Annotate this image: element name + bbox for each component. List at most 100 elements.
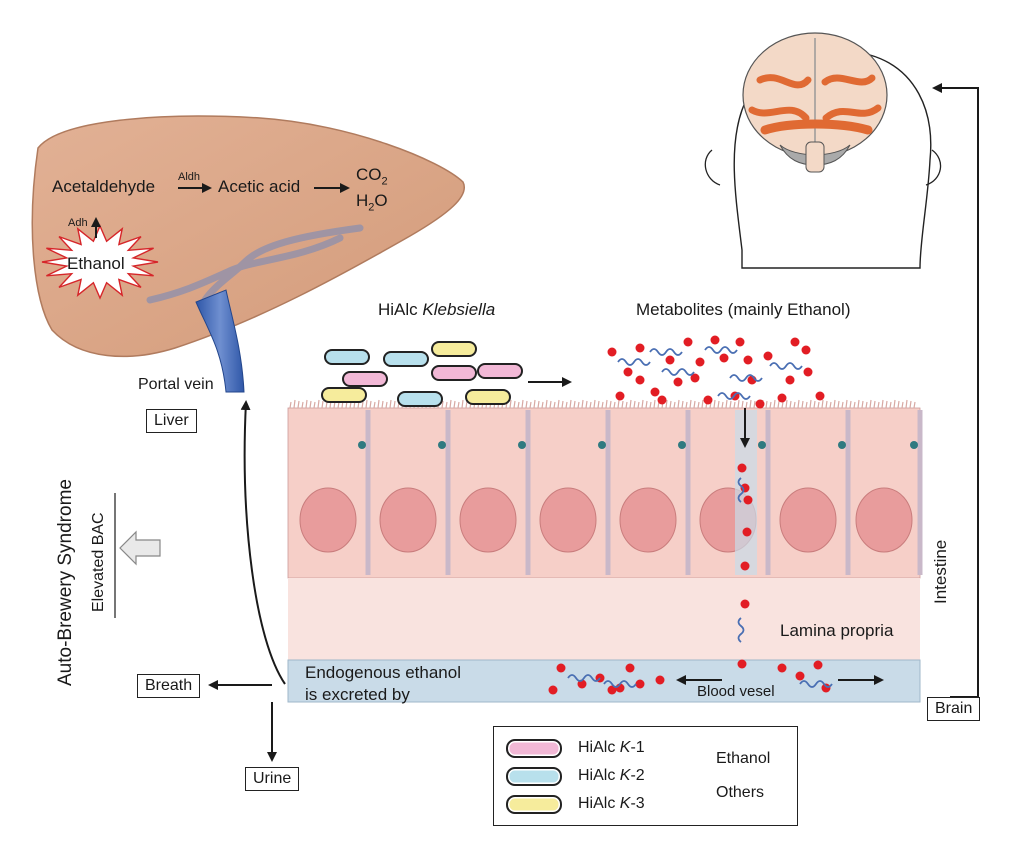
bacterium: [324, 349, 370, 365]
bacterium: [397, 391, 443, 407]
bacterium: [342, 371, 388, 387]
ethanol-dot: [755, 399, 765, 409]
ethanol-dot: [655, 675, 665, 685]
epithelial-cell: [619, 410, 691, 575]
excretion-line2: is excreted by: [305, 685, 410, 704]
ethanol-dot: [607, 685, 617, 695]
metabolites-label: Metabolites (mainly Ethanol): [636, 300, 851, 319]
h2o-label: H2O: [356, 191, 388, 214]
ethanol-dot: [625, 663, 635, 673]
ethanol-dot: [710, 335, 720, 345]
epithelial-cell: [539, 410, 611, 575]
ethanol-dot: [673, 377, 683, 387]
other-metabolite: [729, 374, 763, 382]
other-metabolite: [603, 680, 637, 688]
ethanol-dot: [703, 395, 713, 405]
ethanol-dot: [763, 351, 773, 361]
ethanol-dot: [740, 599, 750, 609]
syndrome-label: Auto-Brewery Syndrome: [55, 479, 76, 686]
bacterium: [465, 389, 511, 405]
portal-return-arrow: [240, 400, 286, 685]
ethanol-dot: [635, 679, 645, 689]
epithelial-cell: [855, 410, 923, 575]
legend-others-label: Others: [716, 784, 765, 801]
liver-organ: [31, 115, 465, 358]
ethanol-dot: [623, 367, 633, 377]
co2-label: CO2: [356, 165, 388, 188]
blood-vessel-label: Blood vesel: [697, 683, 775, 700]
ethanol-dot: [683, 337, 693, 347]
paracellular-channel: [735, 410, 757, 575]
ethanol-dot: [742, 527, 752, 537]
ethanol-dot: [735, 337, 745, 347]
other-metabolite: [737, 617, 745, 643]
ethanol-dot: [556, 663, 566, 673]
ethanol-dot: [777, 663, 787, 673]
epithelial-cell: [779, 410, 851, 575]
ethanol-dot: [740, 561, 750, 571]
excretion-line1: Endogenous ethanol: [305, 663, 461, 682]
other-metabolite: [799, 680, 833, 688]
aldh-label: Aldh: [178, 171, 201, 183]
ethanol-dot: [803, 367, 813, 377]
head-with-brain: [704, 32, 942, 269]
epithelial-cell: [459, 410, 531, 575]
ethanol-dot: [719, 353, 729, 363]
other-metabolite: [769, 362, 803, 370]
brain-arrow: [932, 83, 979, 698]
intestine-tissue: [287, 399, 923, 703]
legend-k1-swatch: [506, 739, 562, 758]
other-metabolite: [617, 358, 651, 366]
bacterium: [431, 365, 477, 381]
legend: HiAlc K-1 HiAlc K-2 HiAlc K-3 Ethanol Ot…: [493, 726, 798, 826]
portal-vein-label: Portal vein: [138, 376, 214, 393]
bacteria-cluster: [321, 341, 523, 407]
bac-arrow: [119, 530, 161, 566]
liver-vessels: [146, 224, 364, 304]
acetaldehyde-label: Acetaldehyde: [52, 177, 156, 196]
legend-ethanol-label: Ethanol: [716, 750, 771, 767]
bacteria-label: HiAlc Klebsiella: [378, 300, 496, 319]
metabolite-cloud: [607, 335, 825, 409]
bacterium: [477, 363, 523, 379]
lamina-propria-label: Lamina propria: [780, 621, 894, 640]
other-metabolite: [737, 477, 745, 503]
other-metabolite: [717, 392, 751, 400]
ethanol-dot: [635, 343, 645, 353]
breath-box: Breath: [137, 674, 201, 699]
ethanol-dot: [795, 671, 805, 681]
other-metabolite: [661, 368, 695, 376]
ethanol-dot: [737, 463, 747, 473]
ethanol-dot: [665, 355, 675, 365]
ethanol-dot: [657, 395, 667, 405]
ethanol-dot: [801, 345, 811, 355]
legend-k2-swatch: [506, 767, 562, 786]
ethanol-dot: [821, 683, 831, 693]
ethanol-dot: [650, 387, 660, 397]
ethanol-dot: [743, 355, 753, 365]
ethanol-dot: [813, 660, 823, 670]
adh-label: Adh: [68, 217, 88, 229]
other-metabolite: [704, 346, 738, 354]
ethanol-dot: [615, 391, 625, 401]
bacterium: [321, 387, 367, 403]
ethanol-dot: [695, 357, 705, 367]
other-metabolite: [649, 348, 683, 356]
liver-box: Liver: [146, 409, 197, 434]
ethanol-dot: [785, 375, 795, 385]
ethanol-dot: [635, 375, 645, 385]
legend-k3-swatch: [506, 795, 562, 814]
intestine-label: Intestine: [931, 539, 950, 604]
ethanol-dot: [777, 393, 787, 403]
ethanol-flow: [548, 463, 833, 695]
ethanol-burst-label: Ethanol: [67, 254, 125, 273]
ethanol-dot: [815, 391, 825, 401]
portal-vein: [195, 289, 245, 393]
brain-box: Brain: [927, 697, 981, 722]
urine-box: Urine: [245, 767, 300, 792]
ethanol-dot: [743, 495, 753, 505]
epithelial-cell: [299, 410, 371, 575]
other-metabolite: [567, 674, 601, 682]
